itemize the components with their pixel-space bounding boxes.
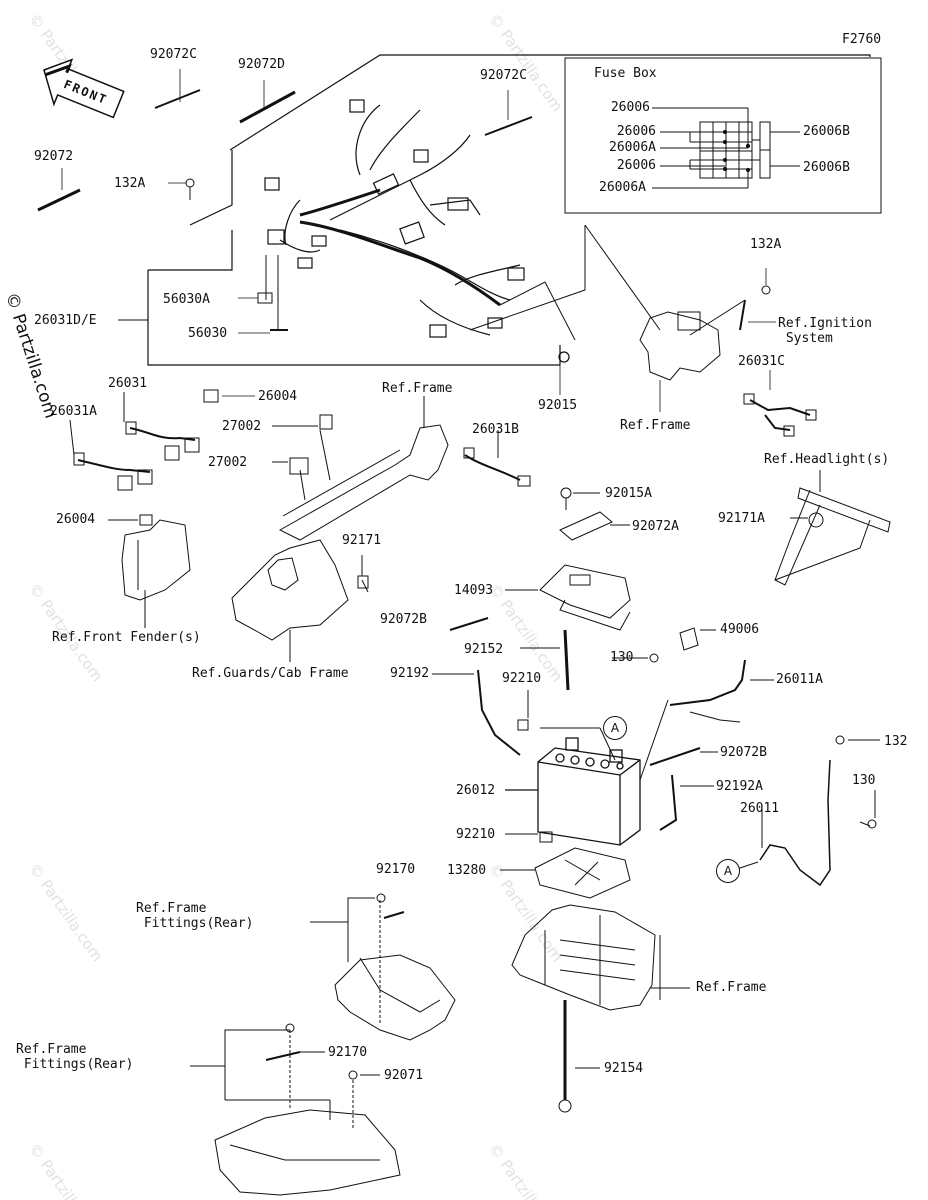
part-label: Ref.Frame Fittings(Rear)	[16, 1042, 134, 1072]
headlight-frame	[774, 470, 891, 586]
part-label: Ref.Frame	[620, 418, 691, 433]
part-label: 92171	[342, 533, 382, 548]
battery-hardware	[432, 617, 774, 843]
part-label: 92152	[464, 642, 504, 657]
diagram-code: F2760	[842, 32, 882, 47]
fuse-box-title: Fuse Box	[594, 66, 657, 81]
part-label: 92154	[604, 1061, 644, 1076]
rear-fitting-lower	[190, 1023, 401, 1196]
part-label: 26011A	[776, 672, 823, 687]
rear-fitting-upper	[310, 893, 456, 1041]
part-label: 92072C	[150, 47, 197, 62]
part-label: 92071	[384, 1068, 424, 1083]
part-label: 92072B	[380, 612, 427, 627]
part-label: Ref.Headlight(s)	[764, 452, 890, 467]
frame-rail	[272, 396, 449, 541]
part-label: 132A	[114, 176, 146, 191]
sub-harness-26031	[69, 389, 219, 491]
part-label: 92015	[538, 398, 578, 413]
battery-26012	[505, 737, 641, 846]
guards-cab-frame	[231, 539, 369, 662]
ignition-bracket	[639, 285, 771, 381]
fuse-label: 26006B	[803, 124, 850, 139]
part-label: 26004	[258, 389, 298, 404]
part-label: 26011	[740, 801, 780, 816]
part-label: 26004	[56, 512, 96, 527]
battery-tray-13280	[500, 847, 631, 899]
part-label: 26012	[456, 783, 496, 798]
leader-lines	[61, 69, 776, 412]
part-label: 56030	[188, 326, 228, 341]
part-label: 92072	[34, 149, 74, 164]
part-label: 92171A	[718, 511, 765, 526]
part-label: 92192	[390, 666, 430, 681]
fuse-label: 26006	[610, 100, 650, 115]
part-label: Ref.Front Fender(s)	[52, 630, 201, 645]
main-wiring-harness	[147, 54, 871, 366]
front-fender	[108, 514, 191, 628]
part-label: 92072B	[720, 745, 767, 760]
fuse-label: 26006B	[803, 160, 850, 175]
part-label: 26031D/E	[34, 313, 97, 328]
part-label: 92170	[328, 1045, 368, 1060]
part-label: 92015A	[605, 486, 652, 501]
part-label: 130	[852, 773, 876, 788]
part-label: Ref.Frame	[696, 980, 767, 995]
part-label: 26031	[108, 376, 148, 391]
part-label: 92210	[456, 827, 496, 842]
part-label: Ref.Frame	[382, 381, 453, 396]
part-label: 56030A	[163, 292, 210, 307]
part-label: 92072C	[480, 68, 527, 83]
part-label: 132A	[750, 237, 782, 252]
part-label: Ref.Guards/Cab Frame	[192, 666, 349, 681]
fuse-label: 26006	[616, 158, 656, 173]
callout-a: A	[716, 859, 740, 883]
front-arrow: FRONT	[43, 58, 125, 119]
callout-a: A	[603, 716, 627, 740]
part-label: 92072D	[238, 57, 285, 72]
fuse-label: 26006	[616, 124, 656, 139]
part-label: 132	[884, 734, 908, 749]
part-label: 26031A	[50, 404, 97, 419]
part-label: 92072A	[632, 519, 679, 534]
part-label: 14093	[454, 583, 494, 598]
part-label: 13280	[447, 863, 487, 878]
harness-26031c	[743, 393, 817, 437]
harness-26031b	[463, 430, 531, 487]
fuse-label: 26006A	[609, 140, 656, 155]
part-label: 26031C	[738, 354, 785, 369]
part-label: Ref.Ignition System	[778, 316, 872, 346]
part-label: 92210	[502, 671, 542, 686]
part-label: 26031B	[472, 422, 519, 437]
fuse-box-frame	[564, 57, 882, 214]
fuse-label: 26006A	[599, 180, 646, 195]
part-label: 92170	[376, 862, 416, 877]
part-label: 130	[610, 650, 634, 665]
part-label: 92192A	[716, 779, 763, 794]
part-label: 49006	[720, 622, 760, 637]
fuse-block-diagram	[652, 107, 800, 189]
battery-holder-14093	[505, 487, 631, 631]
cable-26011	[733, 735, 880, 887]
part-label: 27002	[222, 419, 262, 434]
part-label: 27002	[208, 455, 248, 470]
rear-frame	[511, 904, 690, 1113]
cable-ties-top	[37, 89, 533, 331]
part-label: Ref.Frame Fittings(Rear)	[136, 901, 254, 931]
